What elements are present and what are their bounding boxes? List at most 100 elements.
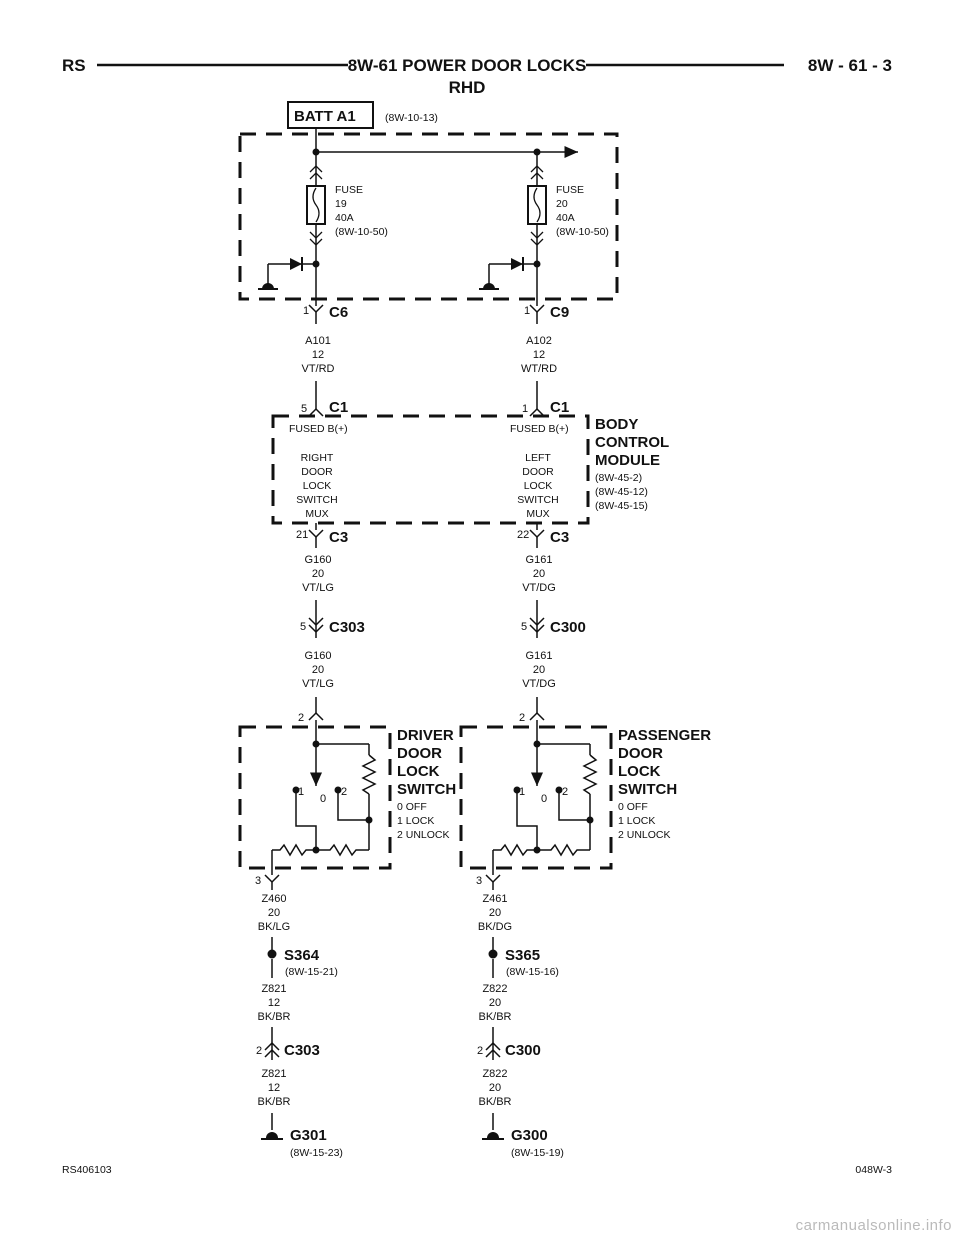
g160-b-gauge: 20 (312, 664, 324, 676)
driver-ground-path: Z460 20 BK/LG S364 (8W-15-21) Z821 12 BK… (256, 893, 343, 1159)
passenger-switch-state-1: 1 LOCK (618, 815, 655, 827)
passenger-switch-state-0: 0 OFF (618, 801, 648, 813)
page-subtitle: RHD (449, 78, 486, 97)
bcm-fused-b-left: FUSED B(+) (289, 423, 348, 435)
z461-color: BK/DG (478, 921, 512, 933)
bcm-c3-left-pin: 21 (296, 529, 308, 541)
z461-circuit: Z461 (482, 893, 507, 905)
z821-a-color: BK/BR (257, 1011, 290, 1023)
c303-lower-label: C303 (284, 1042, 320, 1059)
s365-label: S365 (505, 947, 540, 964)
fuse-20-connector-top (530, 165, 544, 180)
a102-color: WT/RD (521, 363, 557, 375)
battery-feed: BATT A1 (8W-10-13) (287, 101, 438, 129)
driver-switch-title-2: DOOR (397, 745, 442, 762)
c303-upper-connector-icon (308, 617, 324, 634)
batt-label: BATT A1 (294, 108, 356, 125)
driver-switch-title-1: DRIVER (397, 727, 454, 744)
fuse-19: FUSE 19 40A (8W-10-50) (306, 152, 388, 262)
driver-switch-pin-out: 3 (255, 875, 261, 887)
left-feed-c6: 1 C6 A101 12 VT/RD (302, 304, 348, 409)
driver-switch-outline (238, 725, 392, 870)
fuse-19-element (312, 187, 320, 223)
g160-a-circuit: G160 (305, 554, 332, 566)
driver-switch-state-2: 2 UNLOCK (397, 829, 450, 841)
ground-g301-icon (266, 1132, 278, 1138)
passenger-switch-out-connector-icon (485, 874, 501, 884)
footer-right: 048W-3 (855, 1164, 892, 1176)
bcm-ref-2: (8W-45-12) (595, 486, 648, 498)
passenger-switch-pin-in: 2 (519, 712, 525, 724)
left-mux-line-1: LEFT (525, 452, 551, 464)
g160-b-circuit: G160 (305, 650, 332, 662)
c9-label: C9 (550, 304, 569, 321)
c300-lower-label: C300 (505, 1042, 541, 1059)
z821-b-circuit: Z821 (261, 1068, 286, 1080)
wire-g161-upper: G161 20 VT/DG 5 C300 (521, 554, 586, 638)
splice-s364-icon (267, 949, 277, 959)
bcm-ref-1: (8W-45-2) (595, 472, 642, 484)
ground-g300-icon (487, 1132, 499, 1138)
z822-b-gauge: 20 (489, 1082, 501, 1094)
g161-a-gauge: 20 (533, 568, 545, 580)
z821-a-circuit: Z821 (261, 983, 286, 995)
passenger-switch-resistor-left (493, 843, 537, 857)
s364-label: S364 (284, 947, 320, 964)
fuse-20-ref: (8W-10-50) (556, 226, 609, 238)
right-mux-line-4: SWITCH (296, 494, 337, 506)
g160-b-color: VT/LG (302, 678, 334, 690)
z460-gauge: 20 (268, 907, 280, 919)
fuse-19-number: 19 (335, 198, 347, 210)
bcm-c1-left-label: C1 (329, 399, 348, 416)
passenger-switch-pos-1: 1 (519, 786, 525, 798)
fuse-19-connector-bottom (309, 231, 323, 246)
bcm-c3-left-connector-icon (308, 529, 324, 539)
fuse-19-label: FUSE (335, 184, 363, 196)
s365-ref: (8W-15-16) (506, 966, 559, 978)
c300-lower-pin: 2 (477, 1045, 483, 1057)
wire-g160-lower: G160 20 VT/LG (302, 650, 334, 713)
driver-switch-pos-1: 1 (298, 786, 304, 798)
left-mux-line-4: SWITCH (517, 494, 558, 506)
page-header: RS 8W-61 POWER DOOR LOCKS 8W - 61 - 3 RH… (62, 56, 892, 97)
g300-label: G300 (511, 1127, 548, 1144)
c6-label: C6 (329, 304, 348, 321)
bcm-c3-right-pin: 22 (517, 529, 529, 541)
passenger-switch-title-2: DOOR (618, 745, 663, 762)
c300-upper-pin: 5 (521, 621, 527, 633)
z461-gauge: 20 (489, 907, 501, 919)
passenger-switch-state-2: 2 UNLOCK (618, 829, 671, 841)
c9-connector-icon (529, 304, 545, 314)
a102-gauge: 12 (533, 349, 545, 361)
passenger-switch-pos-0: 0 (541, 793, 547, 805)
g300-ref: (8W-15-19) (511, 1147, 564, 1159)
bcm-c1-right-pin: 1 (522, 403, 528, 415)
left-door-lock-mux-label: LEFT DOOR LOCK SWITCH MUX (517, 452, 558, 520)
right-mux-line-2: DOOR (301, 466, 333, 478)
body-control-module: 5 C1 FUSED B(+) 1 C1 FUSED B(+) RIGHT DO… (271, 399, 669, 548)
bcm-c1-left-connector-icon (308, 407, 324, 417)
g160-a-gauge: 20 (312, 568, 324, 580)
fuse-20-label: FUSE (556, 184, 584, 196)
driver-switch-state-1: 1 LOCK (397, 815, 434, 827)
fuse-20: FUSE 20 40A (8W-10-50) (527, 152, 609, 262)
diode-ground-left (258, 257, 320, 306)
passenger-switch-resistor-vertical (582, 754, 598, 795)
passenger-door-lock-switch: 2 1 0 2 3 PASSENGER DOOR LOCK SWITCH 0 O… (459, 711, 711, 890)
g161-b-gauge: 20 (533, 664, 545, 676)
passenger-ground-path: Z461 20 BK/DG S365 (8W-15-16) Z822 20 BK… (477, 893, 564, 1159)
footer-left: RS406103 (62, 1164, 112, 1176)
passenger-switch-outline (459, 725, 613, 870)
z822-a-color: BK/BR (478, 1011, 511, 1023)
wire-g161-lower: G161 20 VT/DG (522, 650, 556, 713)
driver-switch-out-connector-icon (264, 874, 280, 884)
ground-20-icon (483, 283, 495, 289)
passenger-switch-title-4: SWITCH (618, 781, 677, 798)
bcm-title-1: BODY (595, 416, 638, 433)
a101-color: VT/RD (302, 363, 335, 375)
bcm-c1-left-pin: 5 (301, 403, 307, 415)
g161-b-color: VT/DG (522, 678, 556, 690)
z822-a-circuit: Z822 (482, 983, 507, 995)
c303-upper-pin: 5 (300, 621, 306, 633)
power-distribution-center: FUSE 19 40A (8W-10-50) FUSE 20 40A (238, 128, 619, 306)
